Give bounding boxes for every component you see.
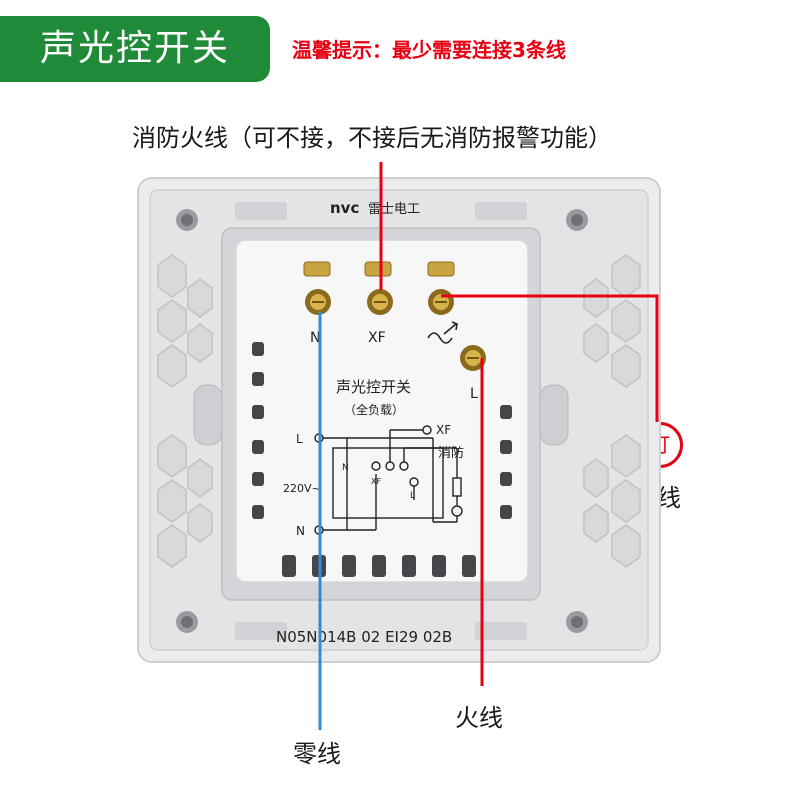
live-label: 火线	[455, 704, 503, 732]
bottom-clip-left	[235, 622, 287, 640]
schematic-n-small: N	[342, 463, 349, 473]
schematic-xf-small: XF	[371, 477, 381, 486]
honeycomb-right	[583, 254, 641, 568]
panel-title: 声光控开关	[336, 378, 411, 396]
terminal-clamps	[303, 261, 455, 277]
load-symbol-icon	[427, 321, 458, 344]
schematic-fire-label: 消防	[438, 445, 464, 461]
neutral-label-bottom: 零线	[293, 740, 341, 768]
left-slot	[193, 384, 223, 446]
terminal-n-label: N	[310, 330, 320, 346]
top-clip-left	[235, 202, 287, 220]
right-slot	[539, 384, 569, 446]
bottom-clip-right	[475, 622, 527, 640]
terminal-xf-label: XF	[368, 330, 386, 346]
load-wire	[441, 294, 659, 422]
wiring-schematic	[314, 425, 463, 535]
schematic-l-label: L	[296, 432, 303, 446]
model-number: N05N014B 02 EI29 02B	[276, 628, 452, 646]
honeycomb-left	[157, 254, 213, 568]
schematic-n-label: N	[296, 524, 305, 538]
page-title: 声光控开关	[40, 28, 231, 69]
voltage-label: 220V~	[283, 482, 321, 495]
schematic-l-small: L	[410, 491, 415, 501]
terminal-l-label: L	[470, 386, 478, 402]
title-badge: 声光控开关	[0, 16, 270, 82]
schematic-xf-label: XF	[436, 423, 451, 437]
warning-tip: 温馨提示：最少需要连接3条线	[292, 38, 566, 62]
brand-logo: nvc	[330, 199, 359, 217]
panel-subtitle: （全负载）	[344, 402, 404, 417]
fire-line-label: 消防火线（可不接，不接后无消防报警功能）	[132, 124, 612, 152]
top-clip-right	[475, 202, 527, 220]
corner-holes	[176, 209, 588, 633]
brand-name: 雷士电工	[368, 202, 420, 217]
